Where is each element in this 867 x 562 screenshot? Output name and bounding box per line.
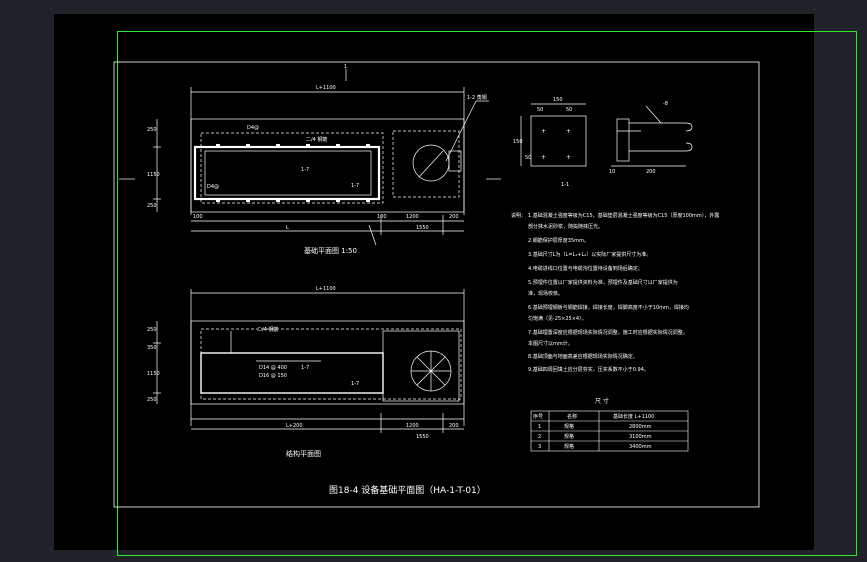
- table-cell: 2800mm: [629, 424, 652, 430]
- note-item-8: 匀饱满（见-25×25×4）。: [528, 315, 587, 322]
- detail-1-1: [520, 103, 693, 167]
- lower-inner-label-1: 二/4 钢筋: [257, 326, 278, 333]
- size-table: 序号 名称 基础长度 L+1100 1 规格 2800mm 2 规格 3100m…: [533, 413, 654, 450]
- dim-left-1: 250: [147, 127, 157, 133]
- overall-dim-label: L+1100: [316, 85, 336, 91]
- note-item-1: 部分抹水泥砂浆，随捣随抹压光。: [528, 223, 603, 230]
- note-item-6: 准，现场校核。: [528, 290, 563, 297]
- note-item-4: 4.电缆进线口位置与电缆沟位置待设备到场后确定。: [528, 265, 643, 272]
- inner-label-1: D4@: [247, 125, 259, 131]
- detail-plate-note: -8: [663, 101, 668, 107]
- lower-dim-left-2: 350: [147, 345, 157, 351]
- drawing-title: 图18-4 设备基础平面图（HA-1-T-01）: [329, 484, 486, 496]
- upper-plan-label: 基础平面图 1:50: [304, 246, 357, 255]
- notes-list: 1.基础混凝土强度等级为C15，基础垫层混凝土强度等级为C15（厚度100mm）…: [528, 212, 719, 373]
- dim-bottom-2: L: [286, 225, 289, 231]
- dim-left-2: 1150: [147, 172, 160, 178]
- lower-inner-label-5: 1-7: [351, 381, 359, 387]
- table-cell: 1: [538, 424, 541, 430]
- table-cell: 规格: [564, 433, 574, 440]
- svg-text:+: +: [566, 154, 571, 161]
- table-header-2: 基础长度 L+1100: [613, 413, 654, 420]
- table-cell: 规格: [564, 423, 574, 430]
- lower-dim-bottom-3: 200: [449, 423, 459, 429]
- inner-label-2: 二/4 钢筋: [306, 136, 327, 143]
- notes-heading: 说明：: [511, 212, 526, 219]
- lower-dim-bottom-1: L+200: [286, 423, 303, 429]
- lower-overall-dim: L+1100: [316, 286, 336, 292]
- lower-plan: [153, 289, 465, 433]
- detail-dim-top-1: 150: [553, 97, 563, 103]
- table-cell: 2: [538, 434, 541, 440]
- dim-bottom-6: 1550: [416, 225, 429, 231]
- leader-note: 1-2 角钢: [467, 94, 487, 101]
- detail-dim-side-1: 150: [513, 139, 523, 145]
- drawing-canvas: 1 L+1100 1-2 角钢 D4@ 二/4 钢筋 D4@ 1-7 1-7 2…: [113, 61, 760, 508]
- lower-dim-left-3: 1150: [147, 371, 160, 377]
- table-title: 尺 寸: [595, 397, 609, 405]
- inner-label-5: 1-7: [351, 183, 359, 189]
- detail-dim-side-2: 50: [525, 155, 531, 161]
- lower-dim-bottom-2: 1200: [406, 423, 419, 429]
- upper-plan-rebar-ticks: [216, 144, 370, 202]
- note-item-12: 9.基础四周回填土应分层夯实，压实系数不小于0.94。: [528, 366, 649, 373]
- svg-text:+: +: [541, 128, 546, 135]
- note-item-10: 本图尺寸以mm计。: [528, 340, 573, 347]
- inner-label-4: 1-7: [301, 167, 309, 173]
- cad-viewport[interactable]: 1 L+1100 1-2 角钢 D4@ 二/4 钢筋 D4@ 1-7 1-7 2…: [54, 14, 857, 556]
- table-header-0: 序号: [533, 413, 543, 420]
- svg-text:+: +: [541, 154, 546, 161]
- size-table-grid: [530, 410, 689, 452]
- lower-inner-label-3: D16 @ 150: [259, 373, 287, 379]
- lower-dim-left-1: 250: [147, 327, 157, 333]
- sheet-border: [113, 61, 760, 508]
- dim-bottom-5: 200: [449, 214, 459, 220]
- dim-bottom-4: 1200: [406, 214, 419, 220]
- table-cell: 3100mm: [629, 434, 652, 440]
- dim-left-3: 250: [147, 203, 157, 209]
- note-item-9: 7.基础埋置深度应根据现场实际情况调整，施工时应根据实际情况调整，: [528, 329, 688, 336]
- upper-plan: [119, 69, 501, 246]
- lower-inner-label-4: 1-7: [301, 365, 309, 371]
- table-cell: 3400mm: [629, 444, 652, 450]
- note-item-5: 5.预埋件位置以厂家提供资料为准，预埋件及基础尺寸以厂家提供为: [528, 279, 678, 286]
- table-cell: 规格: [564, 443, 574, 450]
- note-item-0: 1.基础混凝土强度等级为C15，基础垫层混凝土强度等级为C15（厚度100mm）…: [528, 212, 719, 219]
- note-item-11: 8.基础顶面与地面高差应根据现场实际情况确定。: [528, 353, 638, 360]
- svg-text:+: +: [566, 128, 571, 135]
- lower-dim-left-4: 250: [147, 397, 157, 403]
- table-cell: 3: [538, 444, 541, 450]
- detail-dim-bottom-1: 10: [609, 169, 615, 175]
- detail-bolt-marks: + + + +: [541, 128, 571, 161]
- note-item-7: 6.基础预埋钢板与钢筋焊接，焊接长度，焊脚高度不小于10mm，焊接均: [528, 304, 689, 311]
- green-outer-frame: [117, 31, 857, 556]
- dim-bottom-3: 100: [377, 214, 387, 220]
- detail-dim-top-2: 50: [537, 107, 543, 113]
- lower-inner-label-2: D14 @ 400: [259, 365, 287, 371]
- lower-plan-label: 结构平面图: [286, 449, 321, 458]
- section-mark-label: 1: [344, 64, 347, 70]
- note-item-2: 2.钢筋保护层厚度35mm。: [528, 237, 589, 244]
- note-item-3: 3.基础尺寸L为（L=L₁+L₂）以实际厂家提供尺寸为准。: [528, 251, 651, 258]
- table-header-1: 名称: [567, 413, 577, 420]
- dim-bottom-1: 100: [193, 214, 203, 220]
- inner-label-3: D4@: [207, 184, 219, 190]
- detail-dim-top-3: 50: [566, 107, 572, 113]
- detail-dim-bottom-2: 200: [646, 169, 656, 175]
- detail-label: 1-1: [561, 182, 569, 188]
- lower-dim-bottom-4: 1550: [416, 434, 429, 440]
